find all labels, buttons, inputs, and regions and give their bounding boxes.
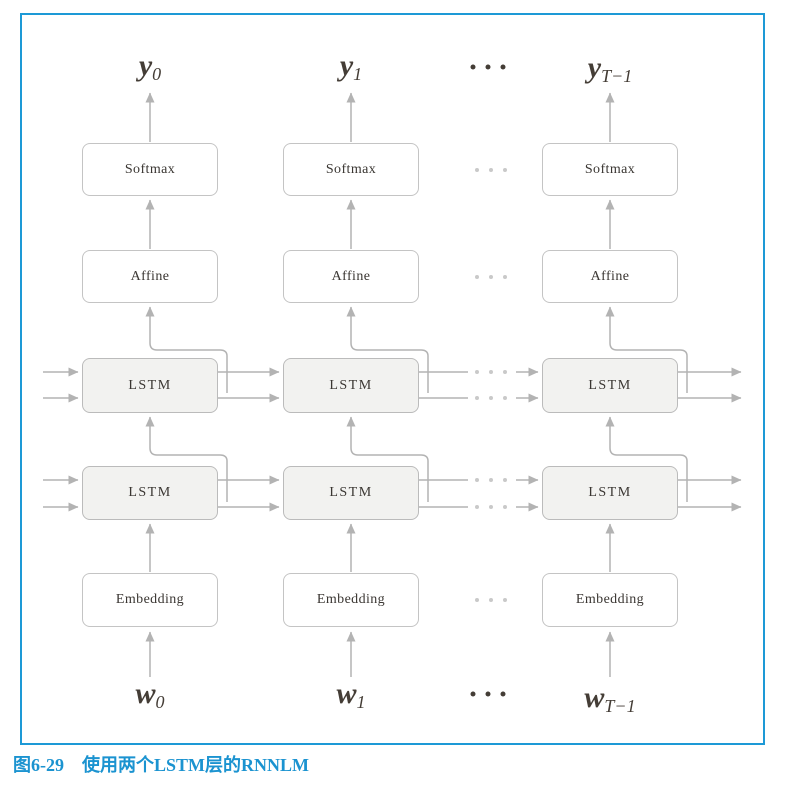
input-var: w <box>135 676 156 710</box>
lstm-box-label: LSTM <box>128 377 172 393</box>
input-subscript: 1 <box>356 692 366 713</box>
lstm1-box-t1: LSTM <box>283 466 419 520</box>
output-label-t0: y0 <box>138 48 162 85</box>
output-subscript: 0 <box>152 64 162 85</box>
input-var: w <box>584 680 605 714</box>
embedding-box-t1: Embedding <box>283 573 419 627</box>
softmax-box-label: Softmax <box>124 161 176 177</box>
softmax-box-tlast: Softmax <box>542 143 678 196</box>
lstm-box-label: LSTM <box>588 377 632 393</box>
affine-box-label: Affine <box>130 268 170 284</box>
embedding-box-tlast: Embedding <box>542 573 678 627</box>
lstm-box-label: LSTM <box>329 377 373 393</box>
figure-caption: 图6-29 使用两个LSTM层的RNNLM <box>13 751 309 777</box>
ellipsis-dots-light <box>475 168 507 602</box>
lstm-box-label: LSTM <box>128 485 172 500</box>
affine-box-label: Affine <box>331 268 371 284</box>
embedding-box-t0: Embedding <box>82 573 218 627</box>
left-input-arrows <box>43 367 79 512</box>
input-label-tlast: wT−1 <box>584 680 636 717</box>
input-subscript: T−1 <box>604 696 636 717</box>
affine-box-tlast: Affine <box>542 250 678 303</box>
output-label-t1: y1 <box>339 48 363 85</box>
recurrent-arrows-t0-t1 <box>218 367 280 512</box>
softmax-box-t0: Softmax <box>82 143 218 196</box>
right-output-arrows <box>678 367 742 512</box>
lstm1-box-t0: LSTM <box>82 466 218 520</box>
output-var: y <box>587 50 602 84</box>
vertical-arrows-tlast <box>605 92 688 677</box>
embedding-box-label: Embedding <box>575 592 645 607</box>
lstm2-box-tlast: LSTM <box>542 358 678 413</box>
affine-box-t0: Affine <box>82 250 218 303</box>
vertical-arrows-t1 <box>346 92 429 677</box>
output-var: y <box>339 48 354 82</box>
figure-border <box>20 13 765 745</box>
lstm-box-label: LSTM <box>329 485 373 500</box>
input-label-t1: w1 <box>336 676 366 713</box>
embedding-box-label: Embedding <box>115 592 185 607</box>
embedding-box-label: Embedding <box>316 592 386 607</box>
lstm2-box-t0: LSTM <box>82 358 218 413</box>
lstm1-box-tlast: LSTM <box>542 466 678 520</box>
affine-box-label: Affine <box>590 268 630 284</box>
vertical-arrows-t0 <box>145 92 228 677</box>
softmax-box-label: Softmax <box>584 161 636 177</box>
recurrent-arrows-t1-tlast <box>419 367 539 512</box>
output-var: y <box>138 48 153 82</box>
output-subscript: 1 <box>353 64 363 85</box>
input-label-t0: w0 <box>135 676 165 713</box>
input-var: w <box>336 676 357 710</box>
figure-title: 使用两个LSTM层的RNNLM <box>82 755 310 775</box>
ellipsis-dots-dark <box>470 64 506 697</box>
lstm-box-label: LSTM <box>588 485 632 500</box>
output-subscript: T−1 <box>601 66 633 87</box>
output-label-tlast: yT−1 <box>587 50 633 87</box>
affine-box-t1: Affine <box>283 250 419 303</box>
softmax-box-t1: Softmax <box>283 143 419 196</box>
softmax-box-label: Softmax <box>325 161 377 177</box>
lstm2-box-t1: LSTM <box>283 358 419 413</box>
figure-number: 图6-29 <box>13 755 64 775</box>
input-subscript: 0 <box>155 692 165 713</box>
